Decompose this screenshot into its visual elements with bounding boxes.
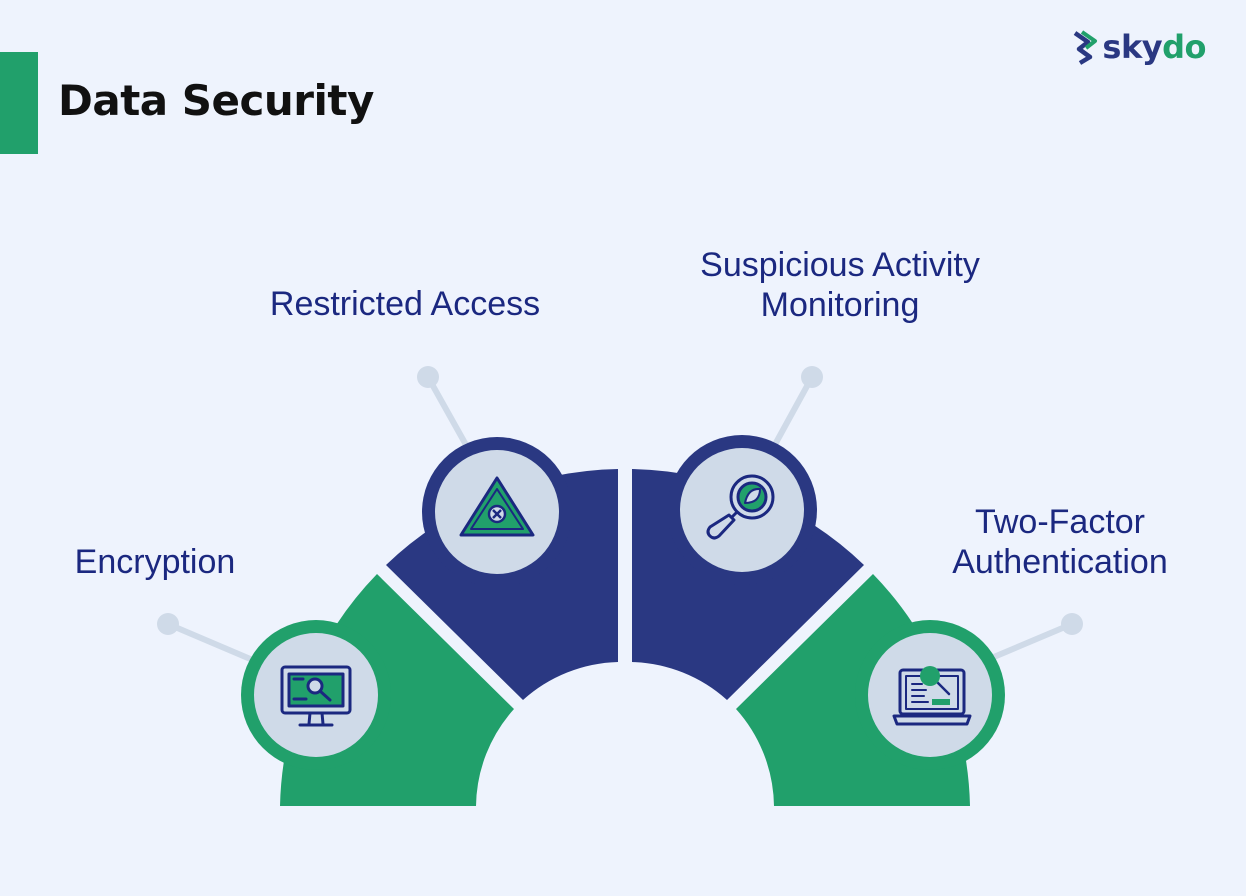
- skydo-logo: skydo: [1072, 28, 1206, 66]
- connector-dot-restricted-access: [417, 366, 439, 388]
- connector-dot-encryption: [157, 613, 179, 635]
- connectors: [165, 374, 1075, 667]
- connector-two-factor: [979, 621, 1075, 665]
- accent-bar: [0, 52, 38, 154]
- logo-text: skydo: [1102, 28, 1206, 66]
- label-suspicious-activity-monitoring: Suspicious Activity Monitoring: [700, 246, 980, 324]
- logo-mark-icon: [1074, 30, 1098, 65]
- connector-suspicious-activity: [769, 374, 815, 453]
- logo-text-do: do: [1162, 28, 1206, 66]
- connector-dot-suspicious-activity: [801, 366, 823, 388]
- label-encryption: Encryption: [74, 543, 236, 581]
- page-title: Data Security: [58, 76, 374, 125]
- connector-encryption: [165, 621, 265, 667]
- connector-dot-two-factor: [1061, 613, 1083, 635]
- icon-disc-two-factor: [855, 620, 1005, 770]
- laptop-lock-icon: [892, 666, 972, 726]
- logo-text-sky: sky: [1102, 28, 1163, 66]
- magnifier-icon: [706, 474, 775, 540]
- connector-restricted-access: [425, 374, 473, 455]
- label-restricted-access: Restricted Access: [269, 285, 541, 323]
- label-two-factor-authentication: Two-Factor Authentication: [952, 503, 1168, 581]
- warning-triangle-icon: [459, 476, 535, 537]
- monitor-search-icon: [280, 665, 352, 727]
